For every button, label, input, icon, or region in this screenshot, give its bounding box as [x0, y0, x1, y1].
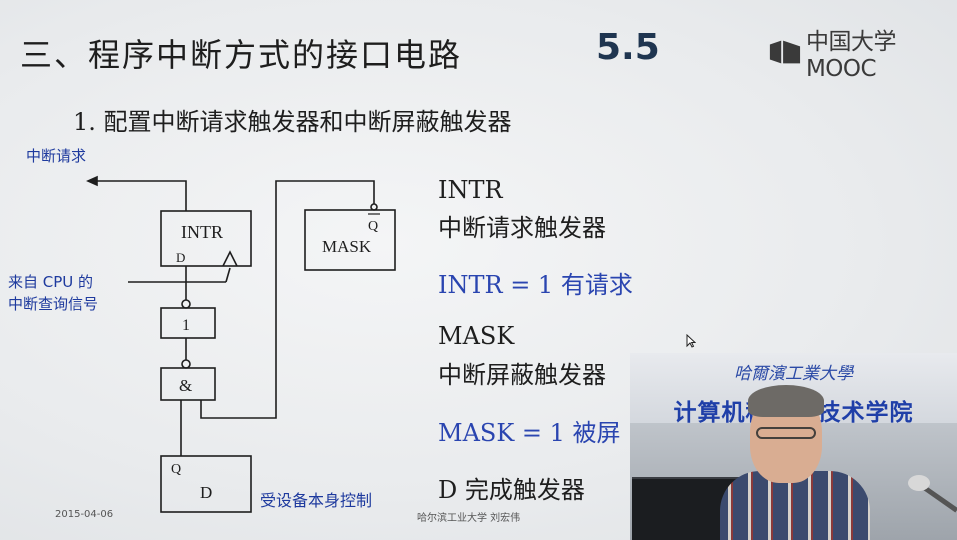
label-d-input: D	[176, 250, 185, 265]
video-presenter-glasses	[756, 427, 816, 439]
label-qbar: Q	[368, 219, 378, 234]
desc-intr: 中断请求触发器	[438, 214, 606, 242]
circuit-diagram: 中断请求 INTR D Q MASK 来自 CPU 的 中断查询信号 1 & Q…	[8, 147, 396, 513]
mask-flipflop	[304, 209, 396, 271]
footer-date: 2015-04-06	[55, 509, 114, 520]
mask-feedback-line	[200, 180, 375, 419]
label-cpu-query-2: 中断查询信号	[8, 295, 98, 313]
inverter-bubble-2	[181, 359, 191, 369]
slide-title: 三、程序中断方式的接口电路	[20, 36, 463, 74]
and-gate-box	[160, 367, 216, 401]
desc-intr-name: INTR	[438, 176, 503, 204]
video-inset[interactable]: 哈爾濱工業大學 计算机科学与技术学院	[630, 353, 957, 540]
desc-mask-rule: MASK = 1 被屏	[438, 419, 621, 447]
label-d-box-d: D	[200, 483, 212, 502]
clock-input-icon	[222, 250, 238, 267]
desc-d: D 完成触发器	[438, 476, 585, 504]
label-mask: MASK	[322, 237, 372, 256]
video-presenter-hair	[748, 385, 824, 417]
label-interrupt-request: 中断请求	[26, 147, 86, 165]
desc-mask: 中断屏蔽触发器	[438, 361, 606, 389]
label-and-gate: &	[179, 376, 192, 395]
mouse-cursor-icon	[686, 334, 696, 348]
d-flipflop	[160, 455, 252, 513]
label-cpu-query-1: 来自 CPU 的	[8, 273, 93, 291]
qbar-bubble	[370, 203, 378, 211]
or-gate-box	[160, 307, 216, 339]
label-d-box-q: Q	[171, 462, 181, 477]
label-or-gate: 1	[182, 317, 190, 334]
logo-text: 中国大学MOOC	[805, 29, 897, 82]
label-device-control: 受设备本身控制	[260, 491, 372, 510]
label-intr: INTR	[181, 222, 223, 242]
section-number: 5.5	[596, 27, 660, 68]
desc-mask-name: MASK	[438, 322, 515, 350]
cpu-query-to-clock	[225, 267, 231, 283]
arrow-left-icon	[86, 175, 98, 187]
footer-author: 哈尔滨工业大学 刘宏伟	[417, 513, 521, 524]
mooc-logo-icon	[769, 40, 801, 64]
inverter-bubble-1	[181, 299, 191, 309]
intr-flipflop	[160, 210, 252, 267]
desc-intr-rule: INTR = 1 有请求	[438, 271, 633, 299]
video-banner-university: 哈爾濱工業大學	[734, 364, 853, 384]
slide-subtitle: 1. 配置中断请求触发器和中断屏蔽触发器	[73, 108, 512, 136]
mooc-logo: 中国大学MOOC	[768, 29, 957, 82]
microphone-icon	[908, 475, 930, 491]
interrupt-request-line	[94, 180, 187, 211]
